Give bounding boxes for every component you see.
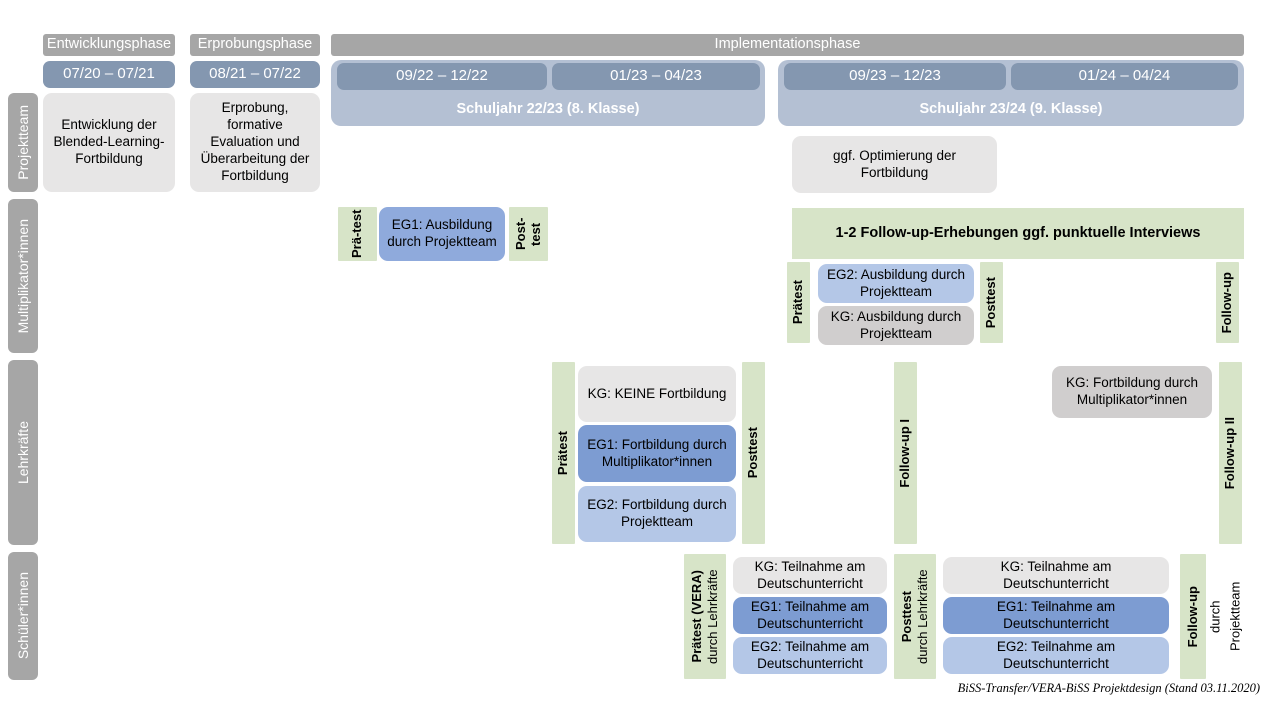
box-erprobung-evaluation: Erprobung, formative Evaluation und Über… xyxy=(190,93,320,192)
posttest-label-lehrkraefte: Posttest xyxy=(745,427,761,479)
praetest-label-2: Prätest xyxy=(790,280,806,325)
footer-note: BiSS-Transfer/VERA-BiSS Projektdesign (S… xyxy=(957,681,1260,695)
row-label-multiplikatoren-text: Multiplikator*innen xyxy=(15,218,31,334)
praetest-label-1: Prä-test xyxy=(349,209,365,259)
date-bar-0123-0423: 01/23 – 04/23 xyxy=(552,63,760,90)
row-label-projektteam: Projektteam xyxy=(8,93,38,192)
box-eg2-teilnahme-deutschunterricht-right: EG2: Teilnahme am Deutschunterricht xyxy=(943,637,1169,674)
followup-label-schueler: Follow-up xyxy=(1184,585,1200,648)
praetest-column-lehrkraefte: Prätest xyxy=(552,362,575,544)
followup-column-multiplikatoren: Follow-up xyxy=(1216,262,1239,343)
posttest-column-schueler: Posttest durch Lehrkräfte xyxy=(894,554,936,679)
band-followup-erhebungen: 1-2 Follow-up-Erhebungen ggf. punktuelle… xyxy=(792,208,1244,259)
box-eg1-ausbildung-projektteam: EG1: Ausbildung durch Projektteam xyxy=(379,207,505,261)
box-entwicklung-blended-learning: Entwicklung der Blended-Learning-Fortbil… xyxy=(43,93,175,192)
praetest-label-lehrkraefte: Prätest xyxy=(555,430,571,476)
box-eg2-teilnahme-deutschunterricht-left: EG2: Teilnahme am Deutschunterricht xyxy=(733,637,887,674)
row-label-lehrkraefte: Lehrkräfte xyxy=(8,360,38,545)
schoolyear-2223-container: 09/22 – 12/22 01/23 – 04/23 Schuljahr 22… xyxy=(331,60,765,126)
praetest-column-multiplikatoren-1: Prä-test xyxy=(338,207,377,261)
date-bar-erprobungsphase: 08/21 – 07/22 xyxy=(190,61,320,88)
box-kg-fortbildung-multiplikatoren: KG: Fortbildung durch Multiplikator*inne… xyxy=(1052,366,1212,418)
phase-header-entwicklungsphase: Entwicklungsphase xyxy=(43,34,175,56)
box-eg1-fortbildung-multiplikatoren: EG1: Fortbildung durch Multiplikator*inn… xyxy=(578,425,736,482)
date-bar-entwicklungsphase: 07/20 – 07/21 xyxy=(43,61,175,88)
date-bar-0923-1223: 09/23 – 12/23 xyxy=(784,63,1006,90)
posttest-column-multiplikatoren-1: Post-test xyxy=(509,207,548,261)
posttest-caption-schueler: durch Lehrkräfte xyxy=(914,569,930,664)
posttest-label-1: Post-test xyxy=(512,217,543,251)
row-label-projektteam-text: Projektteam xyxy=(15,105,31,180)
box-kg-ausbildung-projektteam: KG: Ausbildung durch Projektteam xyxy=(818,306,974,345)
posttest-label-2: Posttest xyxy=(983,276,999,329)
row-label-multiplikatoren: Multiplikator*innen xyxy=(8,199,38,353)
box-kg-teilnahme-deutschunterricht-right: KG: Teilnahme am Deutschunterricht xyxy=(943,557,1169,594)
box-eg2-ausbildung-projektteam: EG2: Ausbildung durch Projektteam xyxy=(818,264,974,303)
praetest-vera-label: Prätest (VERA) xyxy=(688,570,704,663)
followup-caption-durch-schueler: durch xyxy=(1207,600,1223,633)
box-kg-teilnahme-deutschunterricht-left: KG: Teilnahme am Deutschunterricht xyxy=(733,557,887,594)
schoolyear-2324-container: 09/23 – 12/23 01/24 – 04/24 Schuljahr 23… xyxy=(778,60,1244,126)
schoolyear-2324-label: Schuljahr 23/24 (9. Klasse) xyxy=(919,100,1103,117)
praetest-column-multiplikatoren-2: Prätest xyxy=(787,262,810,343)
box-kg-keine-fortbildung: KG: KEINE Fortbildung xyxy=(578,366,736,422)
row-label-lehrkraefte-text: Lehrkräfte xyxy=(15,420,31,485)
date-bar-0124-0424: 01/24 – 04/24 xyxy=(1011,63,1238,90)
praetest-vera-column-schueler: Prätest (VERA) durch Lehrkräfte xyxy=(684,554,726,679)
followup-column-schueler: Follow-up xyxy=(1180,554,1206,679)
followup-2-column-lehrkraefte: Follow-up II xyxy=(1219,362,1242,544)
phase-header-erprobungsphase: Erprobungsphase xyxy=(190,34,320,56)
followup-1-column-lehrkraefte: Follow-up I xyxy=(894,362,917,544)
row-label-schueler-text: Schüler*innen xyxy=(15,572,31,660)
followup-caption-projektteam-schueler: Projektteam xyxy=(1227,581,1243,652)
box-eg1-teilnahme-deutschunterricht-right: EG1: Teilnahme am Deutschunterricht xyxy=(943,597,1169,634)
posttest-column-multiplikatoren-2: Posttest xyxy=(980,262,1003,343)
followup-label-multiplikatoren: Follow-up xyxy=(1219,271,1235,334)
posttest-column-lehrkraefte: Posttest xyxy=(742,362,765,544)
praetest-vera-caption: durch Lehrkräfte xyxy=(704,569,720,664)
phase-header-implementationsphase: Implementationsphase xyxy=(331,34,1244,56)
box-eg2-fortbildung-projektteam: EG2: Fortbildung durch Projektteam xyxy=(578,486,736,542)
followup-1-label-lehrkraefte: Follow-up I xyxy=(897,418,913,488)
posttest-label-schueler: Posttest xyxy=(898,590,914,643)
box-eg1-teilnahme-deutschunterricht-left: EG1: Teilnahme am Deutschunterricht xyxy=(733,597,887,634)
followup-2-label-lehrkraefte: Follow-up II xyxy=(1222,416,1238,490)
row-label-schueler: Schüler*innen xyxy=(8,552,38,680)
box-ggf-optimierung-fortbildung: ggf. Optimierung der Fortbildung xyxy=(792,136,997,193)
date-bar-0922-1222: 09/22 – 12/22 xyxy=(337,63,547,90)
schoolyear-2223-label: Schuljahr 22/23 (8. Klasse) xyxy=(456,100,640,117)
